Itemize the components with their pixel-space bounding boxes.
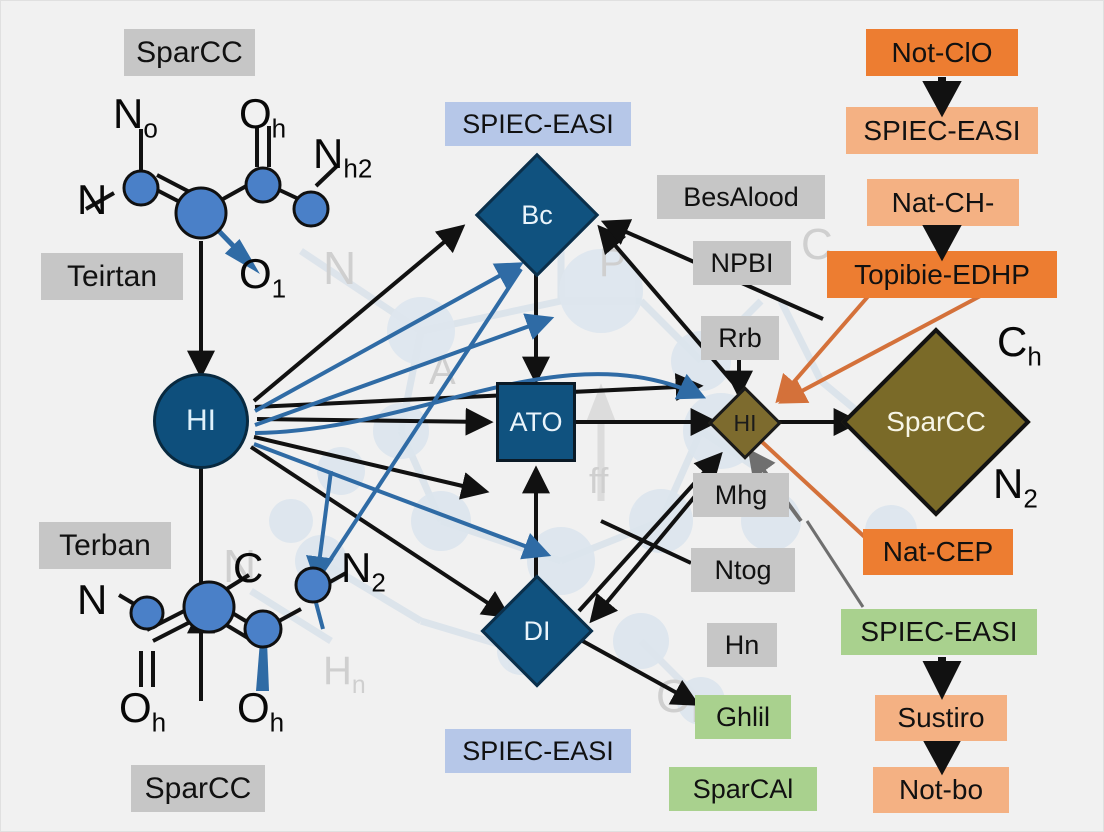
label-nat-cep[interactable]: Nat-CEP — [863, 529, 1013, 575]
label-sparcc-bottom-left[interactable]: SparCC — [131, 765, 265, 812]
atom-label-n2-bottom: N2 — [341, 544, 386, 598]
atom-label-no: No — [113, 90, 158, 144]
label-teirtan[interactable]: Teirtan — [41, 253, 183, 300]
label-spiec-easi-bottom[interactable]: SPIEC-EASI — [445, 729, 631, 773]
atom-label-ch-right: Ch — [997, 318, 1042, 372]
label-spiec-easi-green[interactable]: SPIEC-EASI — [841, 609, 1037, 655]
label-not-clo[interactable]: Not-ClO — [866, 29, 1018, 76]
label-terban[interactable]: Terban — [39, 522, 171, 569]
label-nat-ch[interactable]: Nat-CH- — [867, 179, 1019, 226]
atom-label-o1: O1 — [239, 250, 287, 304]
label-spiec-easi-top[interactable]: SPIEC-EASI — [445, 102, 631, 146]
atom-label-oh-top: Oh — [239, 90, 287, 144]
label-sustiro[interactable]: Sustiro — [875, 695, 1007, 741]
label-npbi[interactable]: NPBI — [693, 241, 791, 285]
atom-label-n2-right: N2 — [993, 460, 1038, 514]
label-mhg[interactable]: Mhg — [693, 473, 789, 517]
label-ghlil[interactable]: Ghlil — [695, 695, 791, 739]
label-sparcal[interactable]: SparCAl — [669, 767, 817, 811]
watermark-letter-n1: N — [323, 242, 357, 294]
label-besalood[interactable]: BesAlood — [657, 175, 825, 219]
atom-label-n-bottom: N — [77, 576, 108, 623]
atom-label-n-top: N — [77, 176, 108, 223]
label-ntog[interactable]: Ntog — [691, 548, 795, 592]
atom-label-nh2: Nh2 — [313, 130, 373, 184]
label-rrb[interactable]: Rrb — [701, 316, 779, 360]
watermark-letter-ff: ff — [589, 460, 609, 501]
atom-label-c-bottom: C — [233, 544, 264, 591]
node-ato-label: ATO — [509, 406, 563, 437]
atom-label-oh-bottom-right: Oh — [237, 684, 285, 738]
node-hi-left[interactable]: HI — [153, 373, 249, 469]
label-not-bo[interactable]: Not-bo — [873, 767, 1009, 813]
label-hn[interactable]: Hn — [707, 623, 777, 667]
node-hi-left-label: HI — [186, 404, 216, 437]
atom-label-oh-bottom-left: Oh — [119, 684, 167, 738]
watermark-letter-hn: Hn — [323, 649, 366, 699]
node-ato[interactable]: ATO — [496, 382, 576, 462]
label-sparcc-top-left[interactable]: SparCC — [124, 29, 255, 76]
